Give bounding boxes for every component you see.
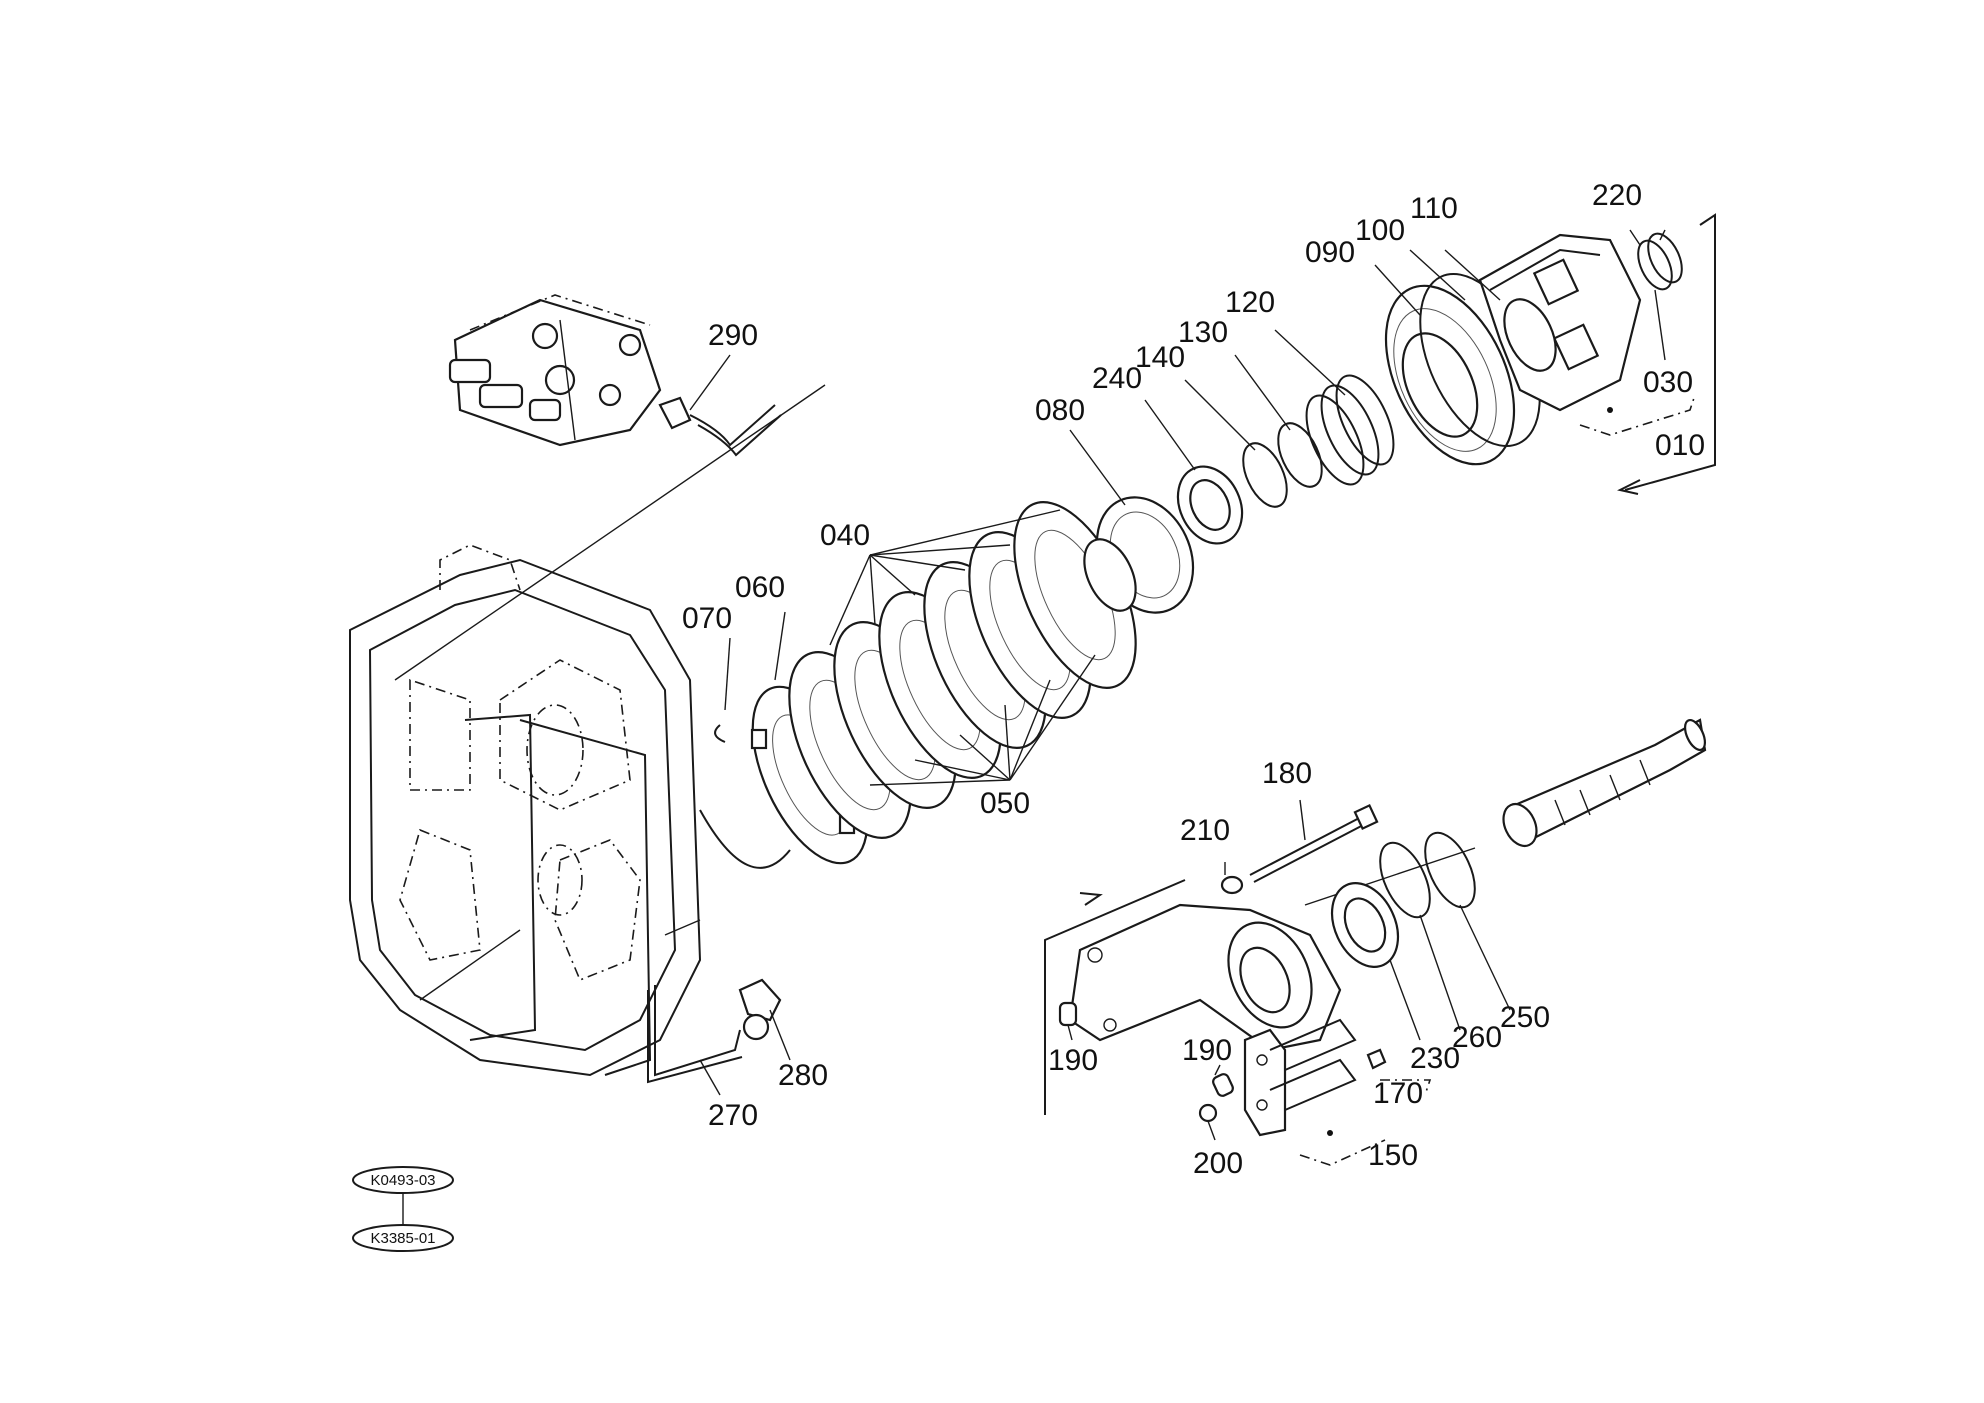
fitting-290 bbox=[658, 354, 782, 457]
washer-210 bbox=[1220, 862, 1244, 895]
lower-bracket bbox=[1044, 879, 1432, 1166]
transmission-case bbox=[349, 384, 826, 1077]
callout-040: 040 bbox=[820, 519, 870, 552]
callout-140: 140 bbox=[1135, 341, 1185, 374]
reference-codes: K0493-03 K3385-01 bbox=[352, 1166, 454, 1252]
dowel-190-right bbox=[1212, 1064, 1234, 1097]
callout-070: 070 bbox=[682, 602, 732, 635]
snap-rings-250-260 bbox=[1379, 831, 1511, 1031]
callout-250: 250 bbox=[1500, 1001, 1550, 1034]
callout-170: 170 bbox=[1373, 1077, 1423, 1110]
callout-260: 260 bbox=[1452, 1021, 1502, 1054]
pin-170 bbox=[1366, 1048, 1387, 1070]
bearing-240 bbox=[1144, 399, 1244, 545]
hub-080 bbox=[1069, 429, 1195, 614]
seal-ring-030 bbox=[1629, 229, 1683, 361]
callout-080: 080 bbox=[1035, 394, 1085, 427]
shaft bbox=[1304, 718, 1707, 906]
callout-200: 200 bbox=[1193, 1147, 1243, 1180]
housing bbox=[1068, 903, 1342, 1052]
reference-code-top: K0493-03 bbox=[370, 1172, 435, 1189]
piston-090 bbox=[1374, 264, 1516, 466]
dowel-190-left bbox=[1058, 1001, 1078, 1041]
callout-090: 090 bbox=[1305, 236, 1355, 269]
oring-070 bbox=[699, 637, 791, 869]
callout-060: 060 bbox=[735, 571, 785, 604]
callout-220: 220 bbox=[1592, 179, 1642, 212]
callout-130: 130 bbox=[1178, 316, 1228, 349]
bearing-230 bbox=[1330, 882, 1421, 1041]
bolt-180 bbox=[1249, 799, 1379, 883]
control-valve bbox=[448, 294, 662, 447]
callout-030: 030 bbox=[1643, 366, 1693, 399]
snap-ring-140-130 bbox=[1184, 354, 1323, 508]
oring-200 bbox=[1198, 1103, 1218, 1141]
callout-240: 240 bbox=[1092, 362, 1142, 395]
bracket-010-right bbox=[1579, 213, 1716, 495]
clutch-discs bbox=[788, 501, 1137, 839]
callout-280: 280 bbox=[778, 1059, 828, 1092]
callout-120: 120 bbox=[1225, 286, 1275, 319]
leader-lines-040 bbox=[829, 509, 1061, 646]
callout-290: 290 bbox=[708, 319, 758, 352]
callout-190-left: 190 bbox=[1048, 1044, 1098, 1077]
callout-270: 270 bbox=[708, 1099, 758, 1132]
clutch-drum-010 bbox=[1444, 233, 1642, 413]
callout-050: 050 bbox=[980, 787, 1030, 820]
callout-150: 150 bbox=[1368, 1139, 1418, 1172]
callout-100: 100 bbox=[1355, 214, 1405, 247]
spring-120 bbox=[1274, 329, 1395, 486]
callout-110: 110 bbox=[1410, 192, 1458, 225]
reference-code-bottom: K3385-01 bbox=[370, 1230, 435, 1247]
fitting-280 bbox=[738, 978, 791, 1061]
callout-230: 230 bbox=[1410, 1042, 1460, 1075]
callout-180: 180 bbox=[1262, 757, 1312, 790]
leader-lines-050 bbox=[869, 654, 1096, 786]
callout-190-right: 190 bbox=[1182, 1034, 1232, 1067]
cover-150 bbox=[1243, 1018, 1357, 1137]
callout-010: 010 bbox=[1655, 429, 1705, 462]
callout-210: 210 bbox=[1180, 814, 1230, 847]
pipe-270 bbox=[647, 985, 743, 1096]
